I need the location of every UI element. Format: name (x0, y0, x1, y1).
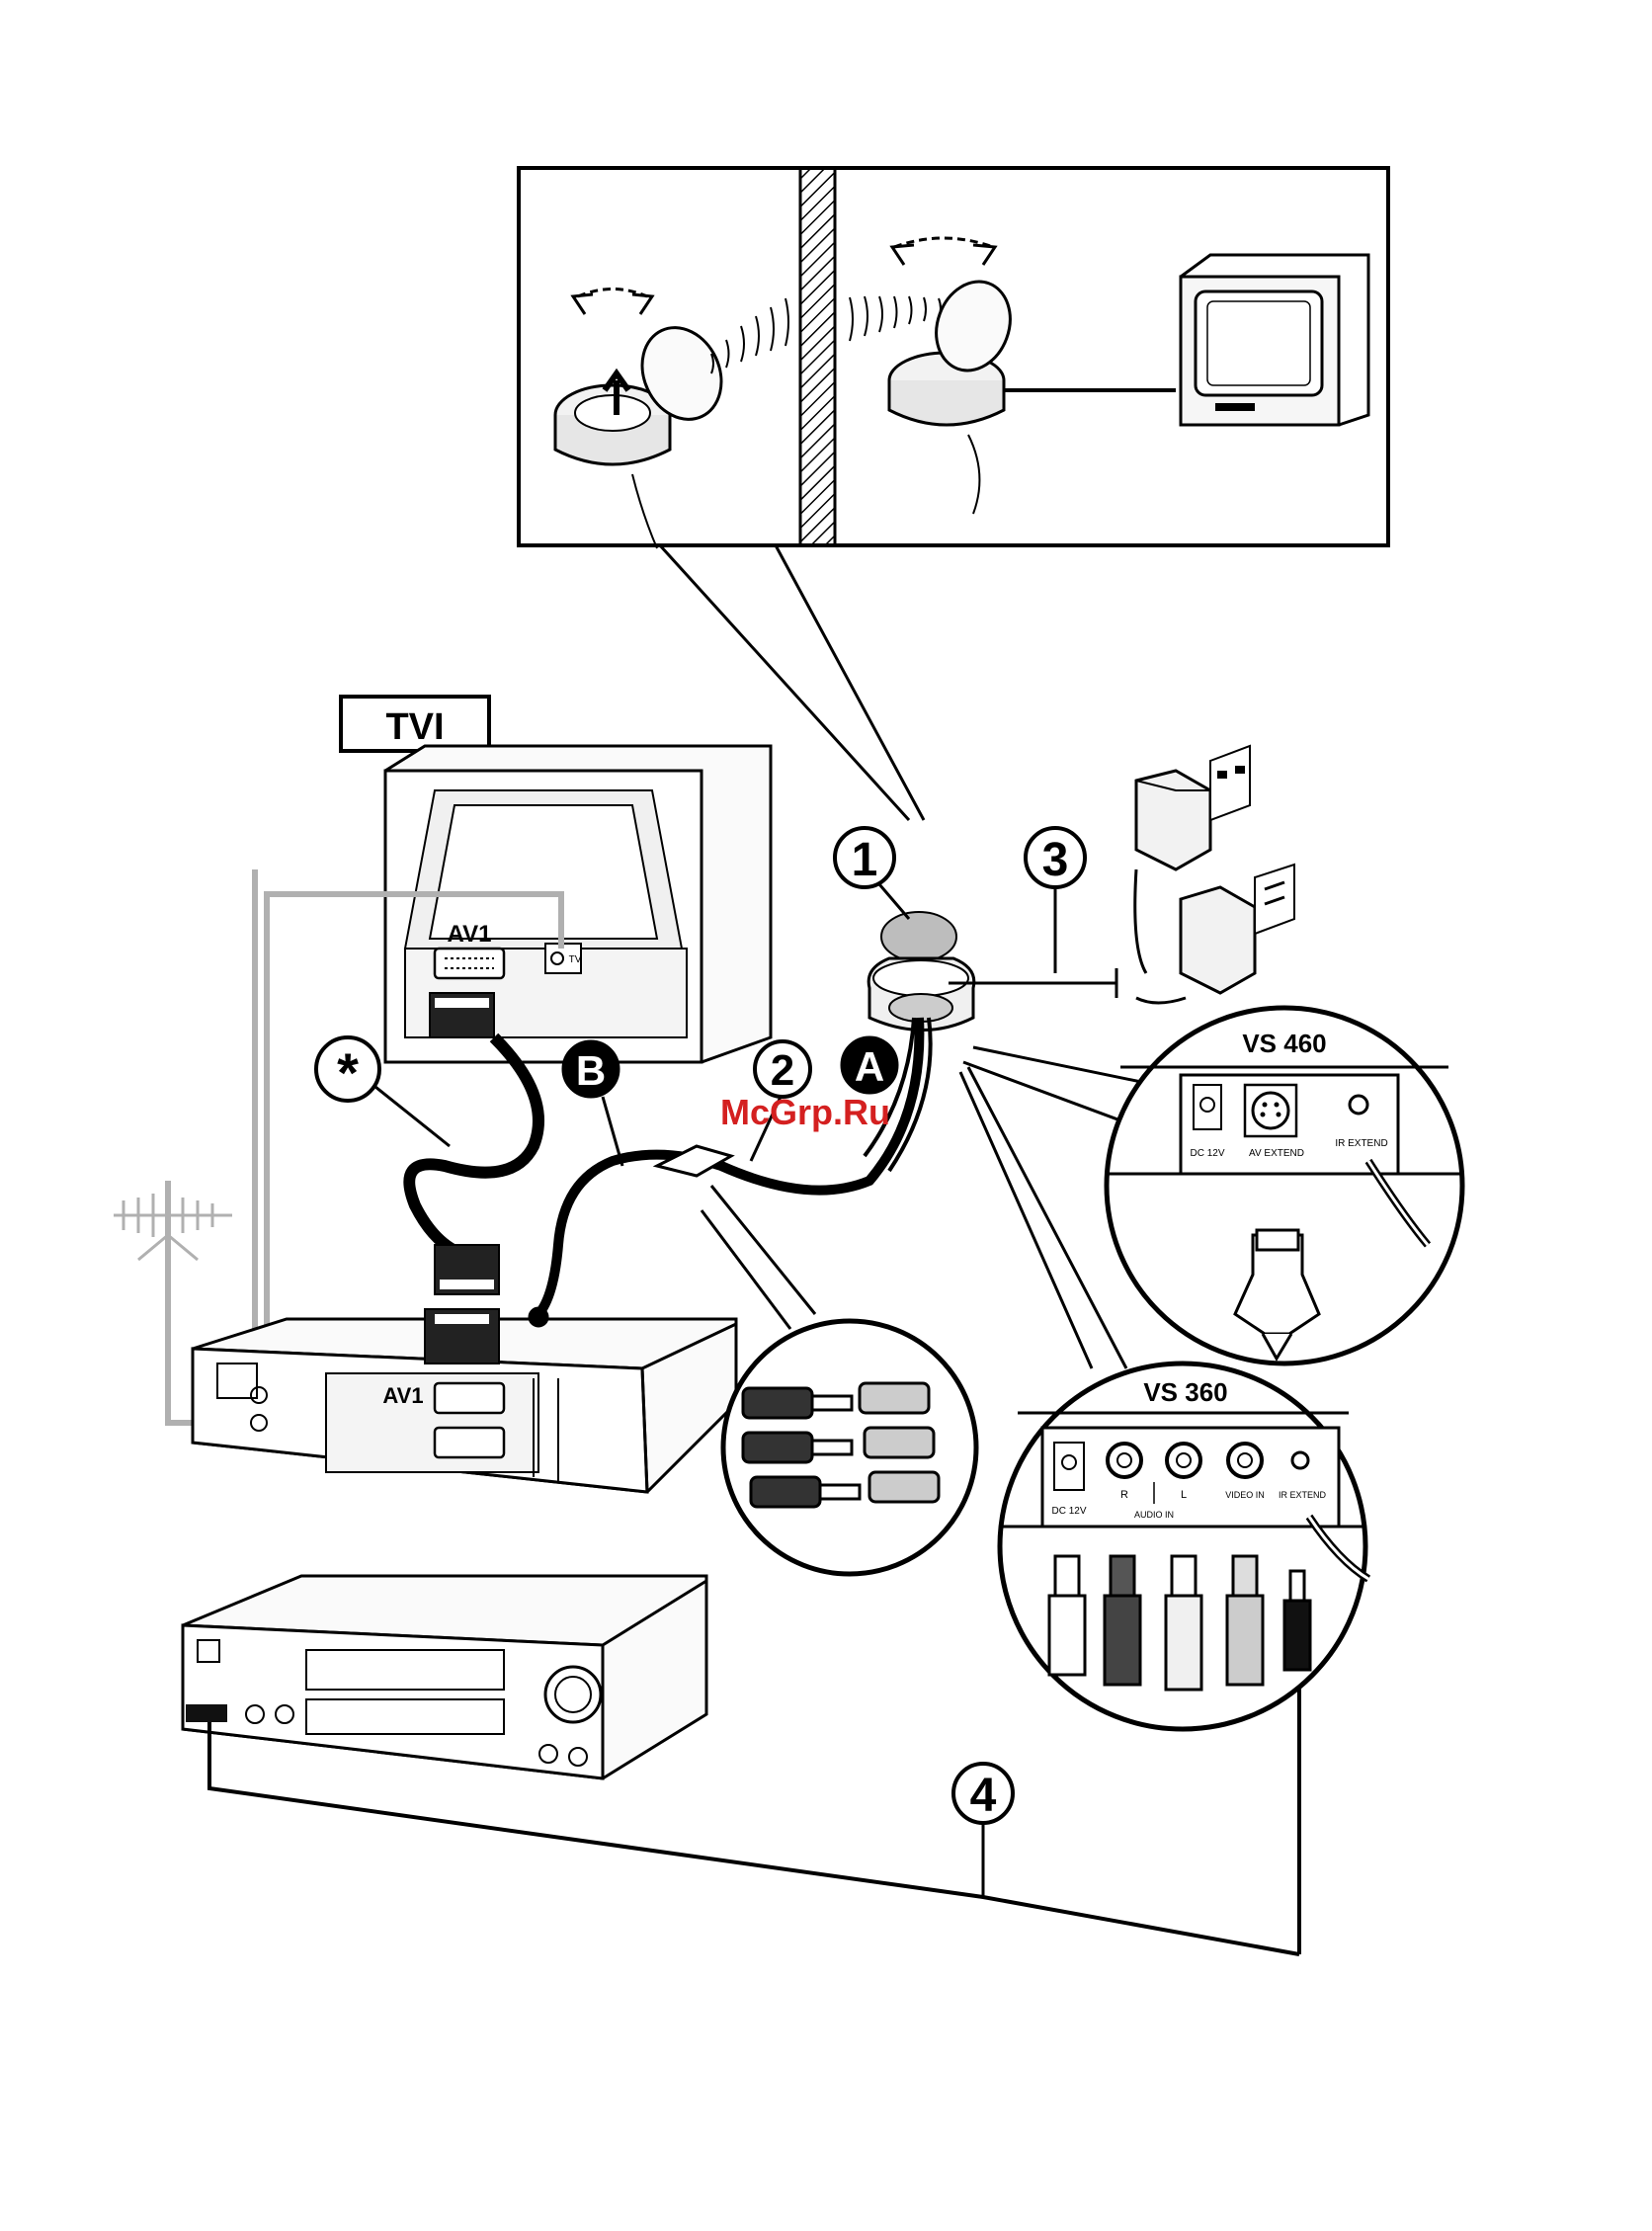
callout-4: 4 (953, 1764, 1013, 1897)
rca-cable-detail (723, 1321, 976, 1574)
svg-text:AUDIO IN: AUDIO IN (1134, 1510, 1174, 1520)
main-tv: TVI AV1 TV (341, 697, 771, 1062)
ir-wall-inset (519, 168, 1388, 820)
vs460-detail: VS 460 DC 12V AV EXTEND IR EXTEND (1107, 1008, 1462, 1363)
power-cable (949, 869, 1186, 1003)
power-adapter-uk (1136, 746, 1250, 869)
sender-base (868, 912, 974, 1031)
svg-text:1: 1 (852, 834, 878, 886)
svg-text:B: B (576, 1047, 606, 1094)
vcr-scart-av2 (435, 1428, 504, 1457)
ir-sensor (186, 1704, 227, 1722)
tv-av1-label: AV1 (448, 921, 492, 948)
callout-b: B (563, 1041, 622, 1166)
svg-text:VIDEO IN: VIDEO IN (1225, 1490, 1265, 1500)
svg-text:IR EXTEND: IR EXTEND (1335, 1138, 1387, 1149)
watermark: McGrp.Ru (720, 1092, 890, 1132)
svg-text:3: 3 (1042, 834, 1069, 886)
vs360-video-in-jack (1228, 1444, 1262, 1477)
svg-text:DC 12V: DC 12V (1051, 1506, 1086, 1517)
tv-label: TVI (385, 706, 444, 748)
svg-text:R: R (1120, 1489, 1128, 1501)
svg-text:*: * (337, 1041, 359, 1104)
power-adapter-eu (1181, 865, 1294, 993)
vs360-detail: VS 360 DC 12V R L AUDIO IN VIDEO IN IR E… (1000, 1363, 1368, 1729)
vcr-av1-label: AV1 (382, 1383, 423, 1408)
wall-hatch (800, 168, 835, 545)
tv-scart-socket (435, 949, 504, 978)
callout-a: A (842, 1037, 897, 1093)
svg-text:AV EXTEND: AV EXTEND (1249, 1148, 1304, 1159)
av-receiver (183, 1576, 706, 1778)
antenna (114, 1194, 232, 1260)
vs360-dc-jack (1054, 1443, 1084, 1490)
vs360-audio-r-jack (1108, 1444, 1141, 1477)
svg-text:2: 2 (771, 1046, 794, 1095)
inset-tv (1181, 255, 1368, 425)
callout-1: 1 (835, 828, 909, 919)
svg-text:4: 4 (970, 1770, 997, 1822)
svg-text:L: L (1181, 1489, 1187, 1501)
vs360-ir-extend-jack (1292, 1452, 1308, 1468)
svg-text:A: A (855, 1043, 884, 1090)
svg-text:TV: TV (569, 954, 582, 965)
svg-text:DC 12V: DC 12V (1190, 1148, 1224, 1159)
vs460-dc-jack (1194, 1085, 1221, 1129)
vs460-ir-extend-jack (1350, 1096, 1367, 1114)
svg-text:IR EXTEND: IR EXTEND (1279, 1490, 1327, 1500)
vs460-title: VS 460 (1242, 1029, 1326, 1058)
vs360-title: VS 360 (1143, 1377, 1227, 1407)
vcr: AV1 (193, 1309, 736, 1492)
callout-3: 3 (1026, 828, 1085, 973)
vs360-audio-l-jack (1167, 1444, 1200, 1477)
vcr-scart-av1 (435, 1383, 504, 1413)
